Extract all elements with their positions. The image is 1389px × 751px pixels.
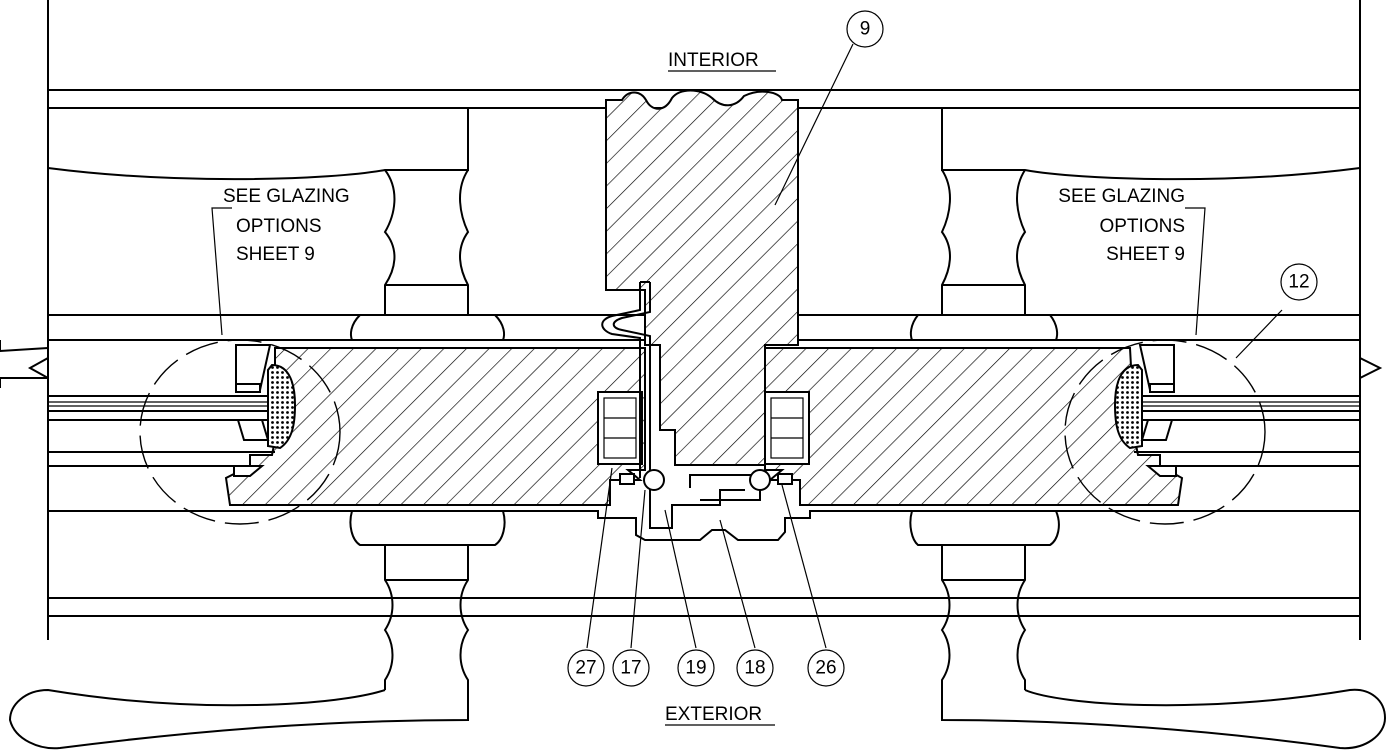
glazing-note-left-line1: SEE GLAZING: [223, 186, 350, 207]
callout-9: 9: [846, 10, 884, 48]
left-lower-rail: [8, 510, 506, 750]
left-panel: [224, 347, 646, 506]
callout-19: 19: [677, 649, 715, 687]
right-glazing-unit: [1064, 339, 1383, 525]
callout-9-label: 9: [860, 19, 871, 40]
callout-19-label: 19: [685, 658, 706, 679]
callout-12: 12: [1280, 263, 1318, 301]
left-upper-rail: [47, 107, 505, 341]
callout-27: 27: [567, 649, 605, 687]
callout-17-label: 17: [620, 658, 641, 679]
interior-label: INTERIOR: [668, 50, 759, 71]
center-mullion: [605, 89, 799, 466]
right-panel: [764, 347, 1184, 506]
callout-18-label: 18: [744, 658, 765, 679]
callout-17: 17: [612, 649, 650, 687]
glazing-note-right-line3: SHEET 9: [1106, 244, 1185, 265]
glazing-note-right-line2: OPTIONS: [1099, 216, 1185, 237]
glazing-note-left-line2: OPTIONS: [236, 216, 322, 237]
left-glazing-unit: [0, 339, 341, 525]
callout-26-label: 26: [815, 658, 836, 679]
glazing-note-right-line1: SEE GLAZING: [1058, 186, 1185, 207]
glazing-note-left: SEE GLAZING OPTIONS SHEET 9: [223, 186, 350, 265]
callout-27-label: 27: [575, 658, 596, 679]
glazing-note-right: SEE GLAZING OPTIONS SHEET 9: [1058, 186, 1185, 265]
leader-lines: [211, 43, 1283, 649]
callout-26: 26: [807, 649, 845, 687]
pressure-plate: [597, 469, 811, 541]
callout-18: 18: [736, 649, 774, 687]
right-lower-rail: [909, 510, 1387, 750]
callout-12-label: 12: [1288, 272, 1309, 293]
right-upper-rail: [909, 107, 1361, 341]
exterior-label: EXTERIOR: [665, 704, 762, 725]
spring-clip: [601, 281, 651, 478]
glazing-note-left-line3: SHEET 9: [236, 244, 315, 265]
